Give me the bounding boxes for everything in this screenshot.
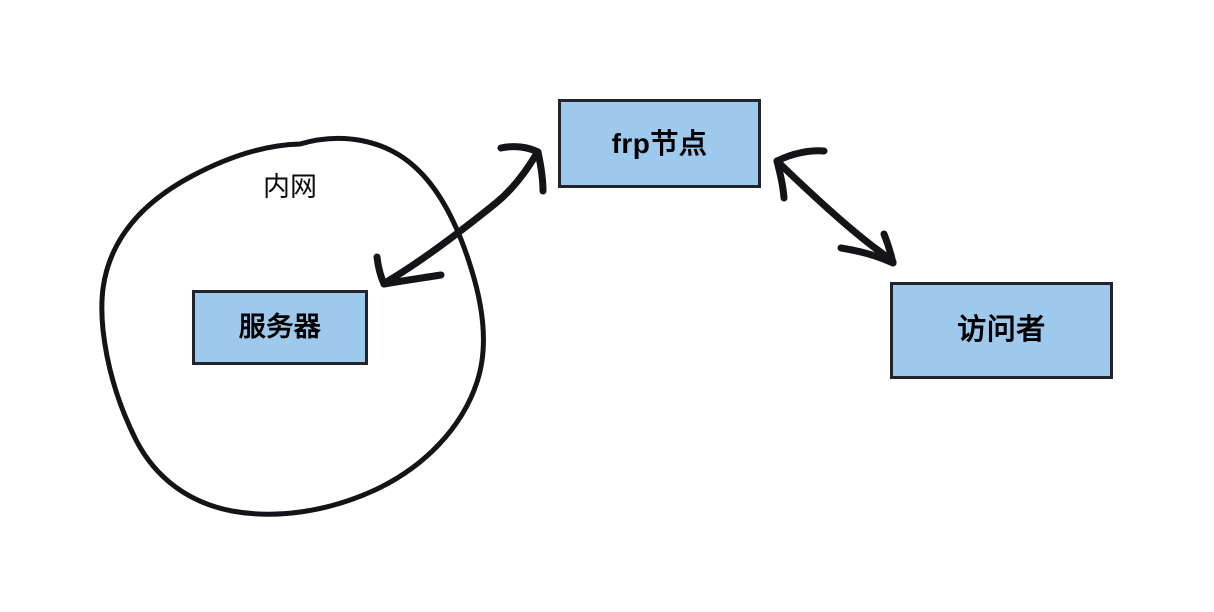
node-frp-node-label: frp节点 bbox=[611, 127, 708, 159]
connector-frp-visitor-arrowhead-frp-barb bbox=[773, 157, 788, 202]
connector-frp-visitor bbox=[773, 147, 897, 267]
connector-server-frp bbox=[373, 143, 547, 288]
node-visitor-label: 访问者 bbox=[957, 314, 1046, 346]
connector-frp-visitor-arrowhead-visitor-barb bbox=[880, 230, 897, 267]
connector-server-frp-arrowhead-server-barb bbox=[380, 271, 445, 288]
node-visitor[interactable]: 访问者 bbox=[890, 282, 1113, 379]
node-frp-node[interactable]: frp节点 bbox=[558, 99, 761, 188]
node-server[interactable]: 服务器 bbox=[192, 290, 368, 365]
connector-server-frp-arrowhead-server bbox=[373, 253, 388, 288]
node-server-label: 服务器 bbox=[238, 312, 322, 342]
intranet-zone-label: 内网 bbox=[263, 172, 317, 202]
connector-frp-visitor-arrowhead-frp bbox=[773, 147, 828, 165]
connector-frp-visitor-arrowhead-visitor bbox=[837, 244, 897, 267]
connector-frp-visitor-shaft bbox=[773, 157, 897, 266]
connector-server-frp-shaft bbox=[384, 149, 541, 285]
connector-server-frp-arrowhead-frp bbox=[497, 143, 542, 156]
connector-server-frp-arrowhead-frp-barb bbox=[534, 148, 547, 195]
